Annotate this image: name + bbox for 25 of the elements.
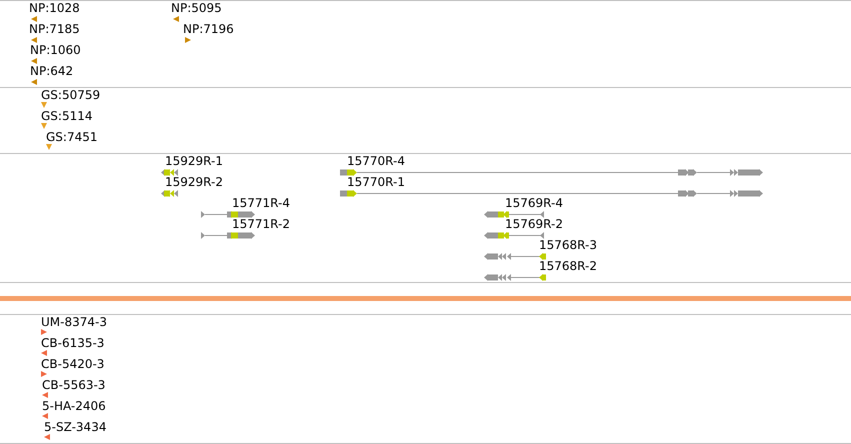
feature-label: NP:1060 (30, 44, 81, 57)
feature-label: 5-SZ-3434 (44, 421, 106, 434)
feature-label: 15770R-4 (347, 155, 405, 168)
feature-label: GS:5114 (41, 110, 92, 123)
feature-label: 15771R-2 (232, 218, 290, 231)
feature-label: 15769R-4 (505, 197, 563, 210)
feature-label: GS:7451 (46, 131, 98, 144)
feature-label: NP:7185 (29, 23, 80, 36)
feature-label: 15768R-3 (539, 239, 597, 252)
feature-label: NP:5095 (171, 2, 222, 15)
feature-label: CB-5420-3 (41, 358, 104, 371)
feature-label: 15768R-2 (539, 260, 597, 273)
feature-label: 15929R-1 (165, 155, 223, 168)
feature-label: UM-8374-3 (41, 316, 107, 329)
feature-label: 15929R-2 (165, 176, 223, 189)
feature-label: NP:642 (30, 65, 74, 78)
feature-label: GS:50759 (41, 89, 100, 102)
feature-label: NP:7196 (183, 23, 234, 36)
feature-label: 15770R-1 (347, 176, 405, 189)
feature-label: CB-6135-3 (41, 337, 104, 350)
feature-label: 15771R-4 (232, 197, 290, 210)
feature-label: 15769R-2 (505, 218, 563, 231)
feature-label: 5-HA-2406 (42, 400, 106, 413)
feature-label: NP:1028 (29, 2, 80, 15)
feature-label: CB-5563-3 (42, 379, 106, 392)
